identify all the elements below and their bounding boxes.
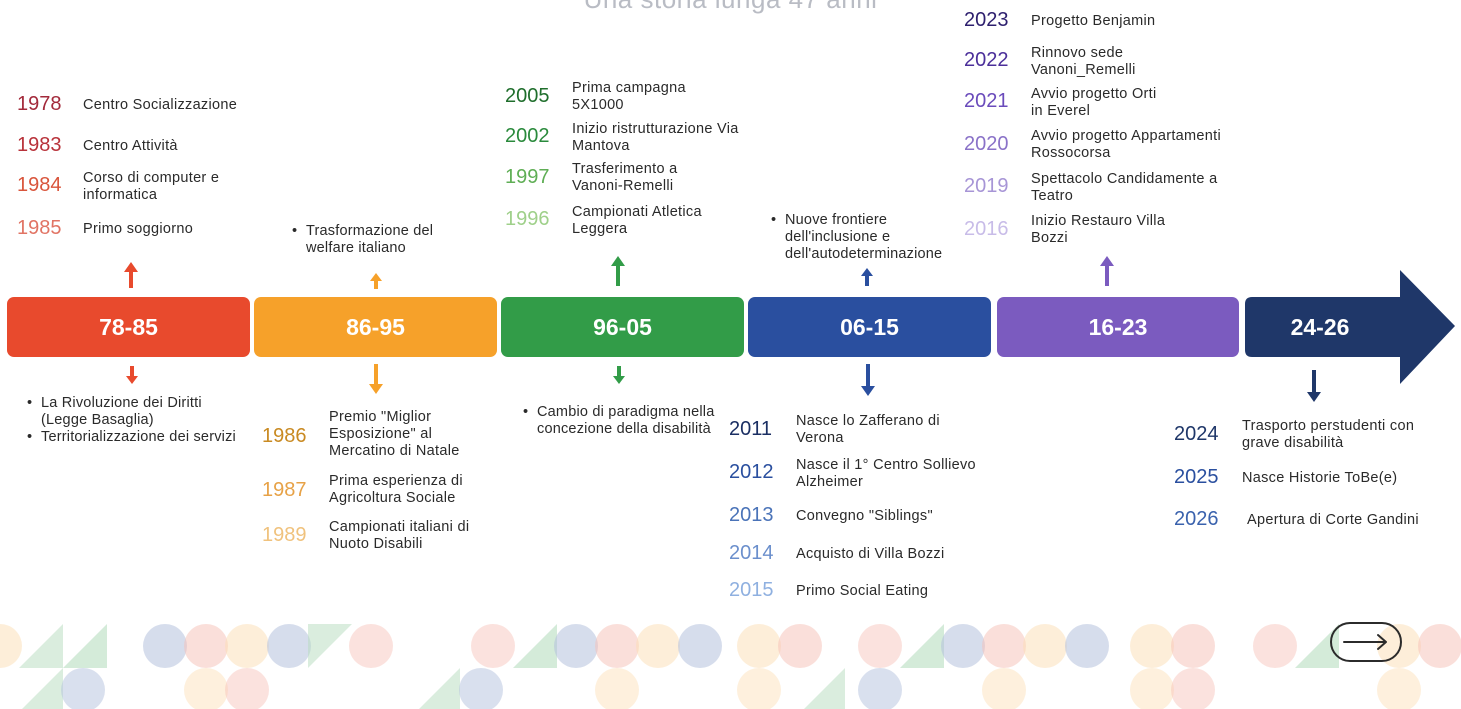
note-item: La Rivoluzione dei Diritti (Legge Basagl…: [27, 395, 242, 429]
context-notes: Cambio di paradigma nella concezione del…: [523, 404, 718, 438]
arrow-up-icon: [370, 273, 382, 289]
note-item: Cambio di paradigma nella concezione del…: [523, 404, 718, 438]
arrow-up-icon: [1100, 256, 1114, 286]
arrow-down-icon: [613, 366, 625, 384]
event-year: 2002: [505, 125, 550, 147]
decorative-pattern: [0, 624, 1461, 709]
period-label: 24-26: [1290, 313, 1350, 340]
event-year: 2013: [729, 504, 774, 526]
event-year: 2022: [964, 49, 1009, 71]
event-text: Inizio ristrutturazione Via Mantova: [572, 121, 739, 154]
event-year: 2024: [1174, 423, 1219, 445]
period-label: 78-85: [99, 313, 158, 340]
event-text: Avvio progetto Orti in Everel: [1031, 86, 1157, 119]
event-year: 2016: [964, 218, 1009, 240]
event-text: Apertura di Corte Gandini: [1247, 512, 1419, 528]
event-text: Inizio Restauro Villa Bozzi: [1031, 213, 1166, 246]
period-label: 86-95: [346, 313, 405, 340]
event-year: 1984: [17, 174, 62, 196]
event-text: Acquisto di Villa Bozzi: [796, 546, 945, 562]
arrow-up-icon: [124, 262, 138, 288]
event-year: 1997: [505, 166, 550, 188]
event-year: 2021: [964, 90, 1009, 112]
event-year: 2014: [729, 542, 774, 564]
event-year: 1987: [262, 479, 307, 501]
period-bar-86-95: 86-95: [254, 297, 497, 357]
note-item: Trasformazione del welfare italiano: [292, 223, 467, 257]
arrow-down-icon: [861, 364, 875, 396]
event-year: 2012: [729, 461, 774, 483]
event-text: Nasce il 1° Centro Sollievo Alzheimer: [796, 457, 976, 490]
event-text: Avvio progetto Appartamenti Rossocorsa: [1031, 128, 1222, 161]
event-year: 2015: [729, 579, 774, 601]
note-item: Territorializzazione dei servizi: [27, 429, 242, 446]
event-year: 1986: [262, 425, 307, 447]
event-text: Campionati italiani di Nuoto Disabili: [329, 519, 470, 552]
event-text: Rinnovo sede Vanoni_Remelli: [1031, 45, 1136, 78]
event-year: 2020: [964, 133, 1009, 155]
period-label: 16-23: [1088, 313, 1148, 340]
next-button[interactable]: [1330, 622, 1402, 662]
event-text: Corso di computer e informatica: [83, 170, 220, 203]
context-notes: La Rivoluzione dei Diritti (Legge Basagl…: [27, 395, 242, 446]
arrow-up-icon: [861, 268, 873, 286]
arrow-down-icon: [369, 364, 383, 394]
event-year: 1978: [17, 93, 62, 115]
period-bar-06-15: 06-15: [748, 297, 991, 357]
page-title: Una storia lunga 47 anni: [0, 0, 1461, 15]
arrow-right-icon: [1343, 634, 1387, 650]
event-text: Progetto Benjamin: [1031, 13, 1156, 29]
event-text: Centro Socializzazione: [83, 97, 238, 113]
event-year: 2011: [729, 418, 773, 440]
event-text: Prima esperienza di Agricoltura Sociale: [329, 473, 463, 506]
event-text: Spettacolo Candidamente a Teatro: [1031, 171, 1218, 204]
context-notes: Nuove frontiere dell'inclusione e dell'a…: [771, 212, 981, 263]
period-bar-96-05: 96-05: [501, 297, 744, 357]
event-year: 2005: [505, 85, 550, 107]
event-text: Primo Social Eating: [796, 583, 929, 599]
event-text: Nasce Historie ToBe(e): [1242, 470, 1398, 486]
arrow-up-icon: [611, 256, 625, 286]
arrow-down-icon: [1307, 370, 1321, 402]
arrow-down-icon: [126, 366, 138, 384]
event-year: 2026: [1174, 508, 1219, 530]
period-arrow-24-26: [1245, 270, 1455, 384]
event-text: Primo soggiorno: [83, 221, 194, 237]
event-text: Nasce lo Zafferano di Verona: [796, 413, 940, 446]
event-year: 1983: [17, 134, 62, 156]
event-year: 2025: [1174, 466, 1219, 488]
event-year: 2019: [964, 175, 1009, 197]
context-notes: Trasformazione del welfare italiano: [292, 223, 467, 257]
note-item: Nuove frontiere dell'inclusione e dell'a…: [771, 212, 981, 263]
period-bar-16-23: 16-23: [997, 297, 1239, 357]
event-text: Premio "Miglior Esposizione" al Mercatin…: [329, 409, 460, 459]
period-bar-78-85: 78-85: [7, 297, 250, 357]
event-text: Campionati Atletica Leggera: [572, 204, 702, 237]
event-year: 1985: [17, 217, 62, 239]
event-year: 2023: [964, 9, 1009, 31]
event-text: Centro Attività: [83, 138, 178, 154]
period-label: 06-15: [840, 313, 899, 340]
event-text: Trasporto perstudenti con grave disabili…: [1242, 418, 1415, 451]
event-text: Convegno "Siblings": [796, 508, 933, 524]
period-label: 96-05: [593, 313, 652, 340]
event-text: Prima campagna 5X1000: [572, 80, 686, 113]
event-year: 1996: [505, 208, 550, 230]
event-text: Trasferimento a Vanoni-Remelli: [572, 161, 678, 194]
event-year: 1989: [262, 524, 307, 546]
period-bar-24-26: 24-26: [1245, 297, 1395, 357]
